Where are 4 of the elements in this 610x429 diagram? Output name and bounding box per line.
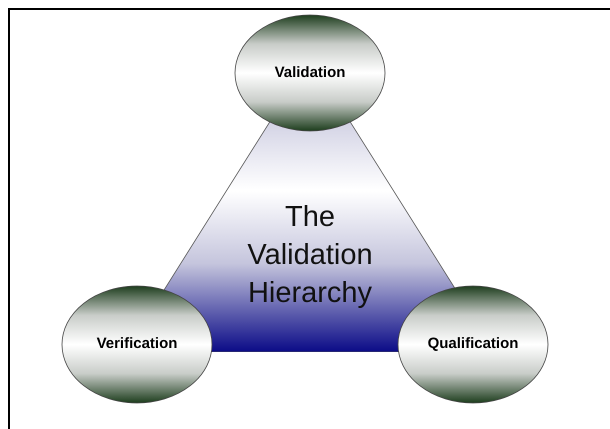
node-label: Verification [96, 334, 178, 354]
node-label: Qualification [428, 334, 518, 354]
node-label: The Validation Hierarchy [246, 200, 374, 311]
node-label: Validation [274, 62, 346, 83]
